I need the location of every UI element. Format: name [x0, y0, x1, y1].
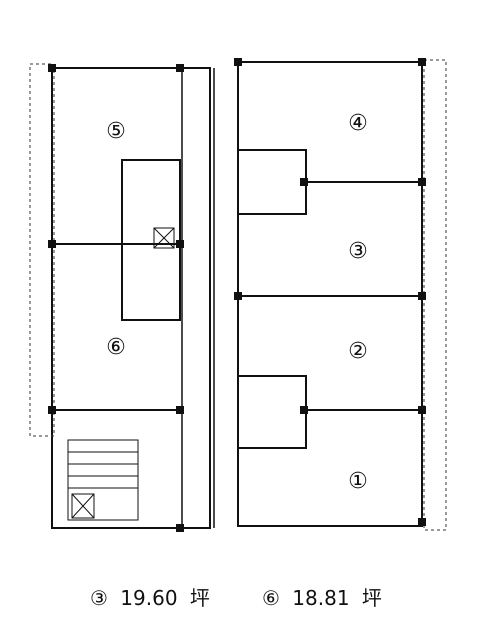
- unit-label-5: ⑤: [106, 119, 126, 144]
- area-unit: 坪: [189, 586, 210, 610]
- right-upper-core: [237, 149, 307, 215]
- area-unit-label: ③: [90, 586, 108, 610]
- unit-label-4: ④: [348, 111, 368, 136]
- right-outer-dashed: [423, 59, 447, 531]
- area-unit-label: ⑥: [262, 586, 280, 610]
- left-core: [121, 159, 181, 321]
- right-lower-core: [237, 375, 307, 449]
- area-value: 19.60: [120, 586, 178, 610]
- left-outer-dashed: [29, 63, 55, 437]
- elevator: [71, 493, 95, 519]
- stairs: [67, 227, 175, 521]
- left-building-outline: [51, 67, 211, 529]
- unit-label-2: ②: [348, 339, 368, 364]
- unit-labels: ⑤ ⑥ ④ ③ ② ①: [106, 111, 368, 494]
- columns: [48, 58, 426, 532]
- unit-label-1: ①: [348, 469, 368, 494]
- right-building-outline: [237, 61, 423, 527]
- unit-label-3: ③: [348, 239, 368, 264]
- elevator-core: [153, 227, 175, 249]
- stair-block: [67, 439, 139, 521]
- floor-plan: ⑤ ⑥ ④ ③ ② ①: [29, 58, 447, 532]
- dashed-outer-walls: [29, 59, 447, 531]
- area-caption-3: ③ 19.60 坪: [90, 582, 216, 611]
- area-unit: 坪: [361, 586, 382, 610]
- unit-label-6: ⑥: [106, 335, 126, 360]
- area-value: 18.81: [292, 586, 350, 610]
- area-caption-6: ⑥ 18.81 坪: [262, 582, 388, 611]
